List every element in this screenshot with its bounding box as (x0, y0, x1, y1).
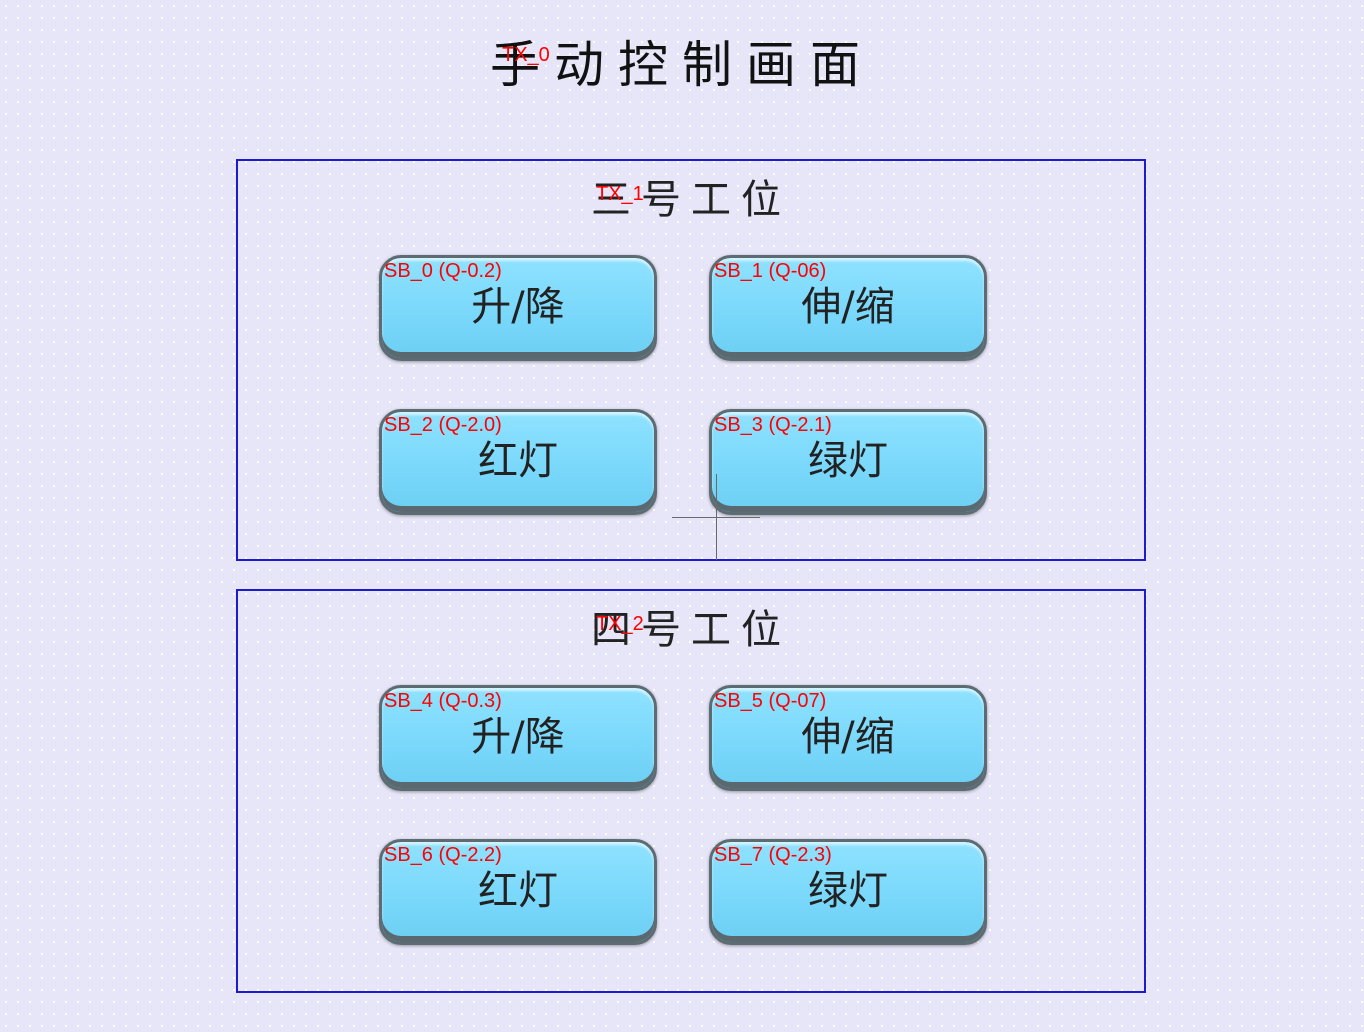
crosshair-cursor-vertical (716, 474, 717, 560)
red-light-button[interactable]: SB_6 (Q-2.2) 红灯 (379, 839, 657, 945)
button-label: 红灯 (478, 438, 558, 484)
station-title: 三号工位 (591, 177, 791, 223)
red-light-button[interactable]: SB_2 (Q-2.0) 红灯 (379, 409, 657, 515)
button-tag: SB_5 (Q-07) (714, 690, 827, 712)
button-label: 升/降 (471, 284, 565, 330)
station-panel-3: 三号工位 TX_1 SB_0 (Q-0.2) 升/降 SB_1 (Q-06) 伸… (236, 159, 1146, 561)
button-tag: SB_7 (Q-2.3) (714, 844, 832, 866)
green-light-button[interactable]: SB_7 (Q-2.3) 绿灯 (709, 839, 987, 945)
extend-button[interactable]: SB_5 (Q-07) 伸/缩 (709, 685, 987, 791)
page-title-tag: TX_0 (502, 44, 550, 66)
page-title: 手动控制画面 (490, 36, 874, 94)
station-title-tag: TX_1 (596, 183, 644, 205)
button-label: 绿灯 (808, 868, 888, 914)
lift-button[interactable]: SB_4 (Q-0.3) 升/降 (379, 685, 657, 791)
green-light-button[interactable]: SB_3 (Q-2.1) 绿灯 (709, 409, 987, 515)
button-label: 伸/缩 (801, 284, 895, 330)
button-label: 升/降 (471, 714, 565, 760)
station-title: 四号工位 (591, 607, 791, 653)
button-tag: SB_1 (Q-06) (714, 260, 827, 282)
button-tag: SB_3 (Q-2.1) (714, 414, 832, 436)
button-label: 红灯 (478, 868, 558, 914)
station-title-tag: TX_2 (596, 613, 644, 635)
extend-button[interactable]: SB_1 (Q-06) 伸/缩 (709, 255, 987, 361)
station-panel-4: 四号工位 TX_2 SB_4 (Q-0.3) 升/降 SB_5 (Q-07) 伸… (236, 589, 1146, 993)
button-tag: SB_4 (Q-0.3) (384, 690, 502, 712)
button-label: 伸/缩 (801, 714, 895, 760)
button-tag: SB_6 (Q-2.2) (384, 844, 502, 866)
button-tag: SB_0 (Q-0.2) (384, 260, 502, 282)
lift-button[interactable]: SB_0 (Q-0.2) 升/降 (379, 255, 657, 361)
button-label: 绿灯 (808, 438, 888, 484)
button-tag: SB_2 (Q-2.0) (384, 414, 502, 436)
